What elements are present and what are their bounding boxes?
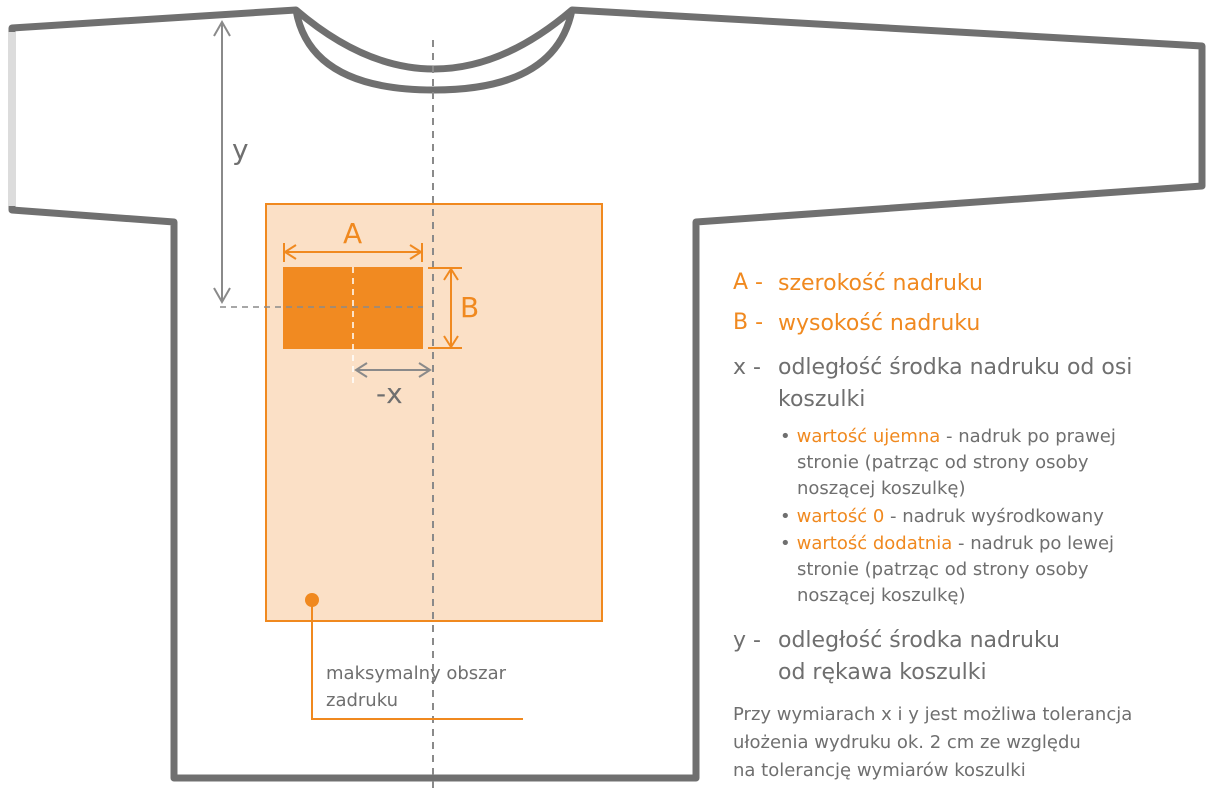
legend-x-key: x - xyxy=(733,355,761,380)
bullet-dot-icon: • xyxy=(780,533,791,554)
legend-x-line1: odległość środka nadruku od osi xyxy=(778,355,1133,380)
dimension-label-y: y xyxy=(232,133,249,166)
legend-x-line2: koszulki xyxy=(778,387,866,412)
area-callout-line xyxy=(311,600,523,720)
legend-b-key: B - xyxy=(733,310,764,335)
bullet-negative-highlight: wartość ujemna xyxy=(796,426,941,447)
area-label-line2: zadruku xyxy=(326,690,398,711)
legend-a-text: szerokość nadruku xyxy=(778,271,983,296)
bullet-negative-line3: noszącej koszulkę) xyxy=(797,478,966,499)
tolerance-note-line2: ułożenia wydruku ok. 2 cm ze względu xyxy=(733,732,1081,753)
bullet-negative-line1: •wartość ujemna - nadruk po prawej xyxy=(780,424,1116,449)
neckline xyxy=(292,9,576,94)
legend-y-key: y - xyxy=(733,628,761,653)
bullet-positive-line2: stronie (patrząc od strony osoby xyxy=(797,559,1089,580)
bullet-dot-icon: • xyxy=(780,506,791,527)
legend-b-text: wysokość nadruku xyxy=(778,311,981,336)
dimension-label-a: A xyxy=(343,217,363,250)
legend-a-key: A - xyxy=(733,270,763,295)
bullet-zero-line1: •wartość 0 - nadruk wyśrodkowany xyxy=(780,504,1104,529)
area-label-line1: maksymalny obszar xyxy=(326,663,507,684)
bullet-negative-text: - nadruk po prawej xyxy=(940,426,1116,447)
legend-y-line2: od rękawa koszulki xyxy=(778,660,987,685)
dimension-label-minus-x: -x xyxy=(376,377,403,410)
bullet-positive-text: - nadruk po lewej xyxy=(952,533,1115,554)
tolerance-note-line1: Przy wymiarach x i y jest możliwa tolera… xyxy=(733,704,1133,725)
bullet-zero-text: - nadruk wyśrodkowany xyxy=(884,506,1104,527)
bullet-positive-line1: •wartość dodatnia - nadruk po lewej xyxy=(780,531,1114,556)
bullet-negative-line2: stronie (patrząc od strony osoby xyxy=(797,452,1089,473)
legend-y-line1: odległość środka nadruku xyxy=(778,628,1060,653)
tolerance-note-line3: na tolerancję wymiarów koszulki xyxy=(733,760,1026,781)
bullet-zero-highlight: wartość 0 xyxy=(796,506,885,527)
bullet-dot-icon: • xyxy=(780,426,791,447)
bullet-positive-highlight: wartość dodatnia xyxy=(796,533,953,554)
y-arrow-head-top xyxy=(213,19,231,37)
dimension-label-b: B xyxy=(460,291,480,324)
tshirt-outline xyxy=(8,6,1206,782)
y-arrow-head-bottom xyxy=(213,287,231,305)
bullet-positive-line3: noszącej koszulkę) xyxy=(797,585,966,606)
